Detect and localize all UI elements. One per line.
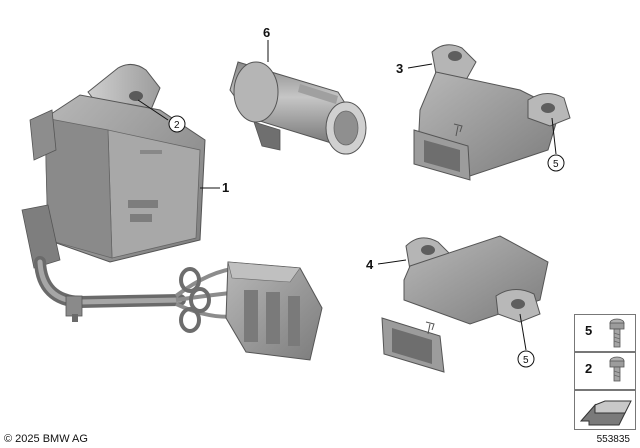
part-sensor-assembly [21, 64, 323, 361]
fastener-key-long-screw: 5 [574, 314, 636, 352]
short-screw-icon [609, 356, 625, 382]
callout-3: 3 [396, 61, 403, 76]
callouts: 1 2 6 3 5 4 5 [137, 25, 565, 368]
fastener-key-number: 5 [585, 323, 593, 338]
callout-4: 4 [366, 257, 374, 272]
callout-1: 1 [222, 180, 229, 195]
callout-6: 6 [263, 25, 270, 40]
part-sensor-housing-upper [413, 44, 571, 181]
callout-2: 2 [174, 120, 180, 131]
copyright-notice: © 2025 BMW AG [4, 433, 88, 445]
arrow-icon [579, 400, 632, 426]
direction-key [574, 390, 636, 430]
part-sensor-housing-lower [381, 235, 549, 373]
callout-5-upper: 5 [553, 159, 559, 170]
fastener-key-number: 2 [585, 361, 593, 376]
long-screw-icon [609, 318, 625, 348]
callout-5-lower: 5 [523, 355, 529, 366]
fastener-key-short-screw: 2 [574, 352, 636, 390]
part-splined-sleeve [229, 61, 367, 155]
diagram-number: 553835 [596, 434, 630, 445]
